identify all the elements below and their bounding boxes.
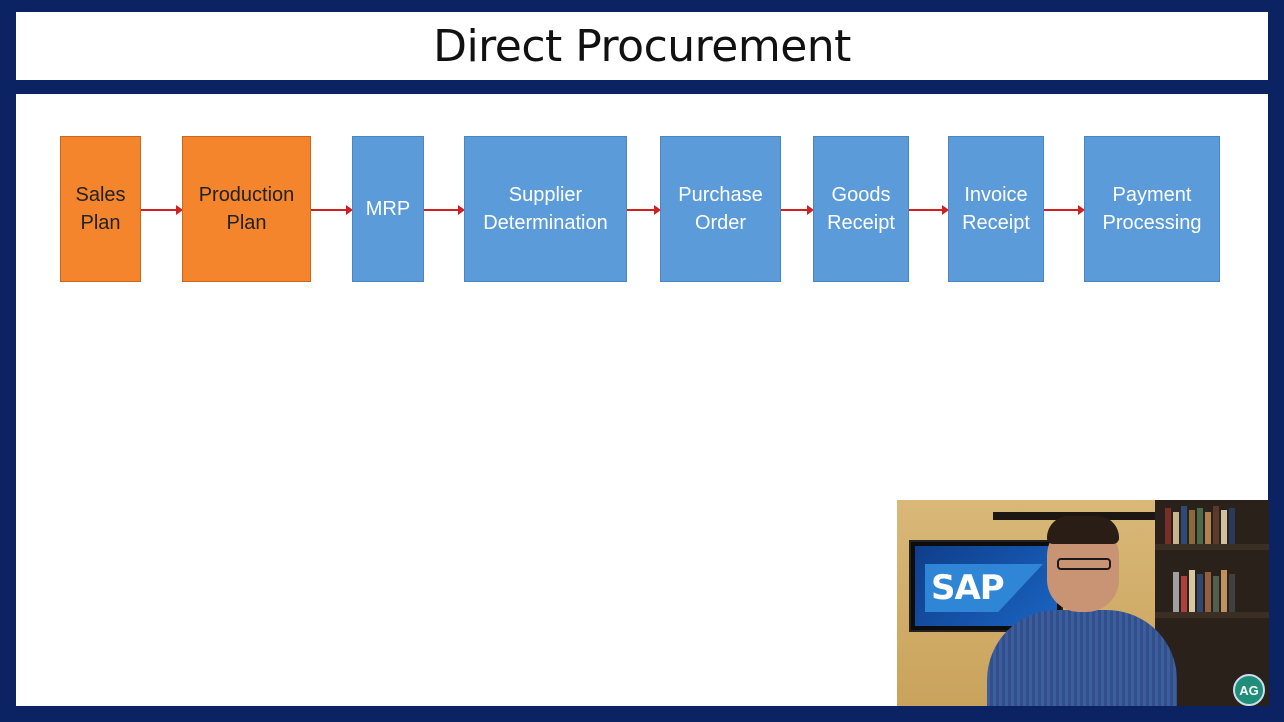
step-label-line2: Receipt bbox=[827, 212, 895, 234]
step-label-line1: Goods bbox=[831, 184, 891, 206]
flow-arrow bbox=[424, 205, 465, 215]
step-label-line1: Purchase bbox=[678, 184, 763, 206]
flow-arrow bbox=[627, 205, 661, 215]
book bbox=[1229, 574, 1235, 612]
book bbox=[1205, 512, 1211, 544]
flow-arrow bbox=[781, 205, 814, 215]
presenter-body bbox=[987, 610, 1177, 706]
step-label-line2: Plan bbox=[80, 212, 121, 234]
book bbox=[1189, 570, 1195, 612]
shelf-board bbox=[1155, 544, 1269, 550]
step-label-line2: Receipt bbox=[962, 212, 1030, 234]
step-label-line2: Determination bbox=[483, 212, 608, 234]
presenter-glasses bbox=[1057, 558, 1111, 570]
step-label-line2: Order bbox=[694, 212, 747, 234]
video-tv: SAP bbox=[909, 540, 1063, 632]
presenter-hair bbox=[1047, 516, 1119, 544]
book bbox=[1221, 570, 1227, 612]
step-label-line1: Invoice bbox=[964, 184, 1028, 206]
book bbox=[1205, 572, 1211, 612]
tv-screen: SAP bbox=[915, 546, 1057, 626]
flow-arrow bbox=[141, 205, 183, 215]
shelf-board bbox=[1155, 612, 1269, 618]
step-mrp: MRP bbox=[352, 136, 424, 282]
sap-logo-text: SAP bbox=[931, 568, 1005, 608]
book bbox=[1181, 506, 1187, 544]
step-label-line2: Plan bbox=[226, 212, 267, 234]
flow-arrow bbox=[909, 205, 949, 215]
step-label-line1: Production bbox=[198, 184, 295, 206]
step-label-line1: Sales bbox=[75, 184, 126, 206]
flow-arrow bbox=[311, 205, 353, 215]
book bbox=[1173, 572, 1179, 612]
channel-badge[interactable]: AG bbox=[1233, 674, 1265, 706]
step-label-line1: MRP bbox=[365, 198, 411, 220]
book bbox=[1221, 510, 1227, 544]
sap-logo: SAP bbox=[925, 564, 1043, 612]
slide-title: Direct Procurement bbox=[433, 20, 851, 72]
book bbox=[1181, 576, 1187, 612]
book bbox=[1213, 506, 1219, 544]
flow-arrow bbox=[1044, 205, 1085, 215]
presenter-video[interactable]: SAP bbox=[897, 500, 1269, 706]
book bbox=[1165, 508, 1171, 544]
step-label-line2: Processing bbox=[1102, 212, 1202, 234]
step-label-line1: Supplier bbox=[508, 184, 583, 206]
book bbox=[1197, 574, 1203, 612]
book bbox=[1173, 512, 1179, 544]
book bbox=[1197, 508, 1203, 544]
book bbox=[1229, 508, 1235, 544]
title-bar: Direct Procurement bbox=[16, 12, 1268, 80]
book bbox=[1213, 576, 1219, 612]
book bbox=[1189, 510, 1195, 544]
step-label-line1: Payment bbox=[1112, 184, 1192, 206]
